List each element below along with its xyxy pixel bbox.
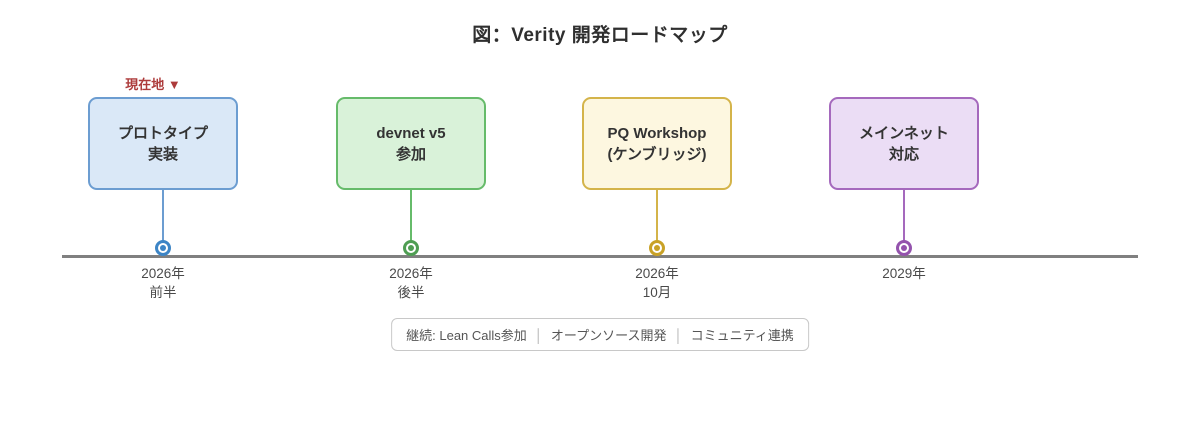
- timeline-dot: [649, 240, 665, 256]
- milestone-box: プロトタイプ 実装: [88, 97, 238, 190]
- timeline-axis: [62, 255, 1138, 258]
- milestone-title-line: PQ Workshop: [607, 124, 707, 142]
- ongoing-activities-note: 継続: Lean Calls参加 │ オープンソース開発 │ コミュニティ連携: [391, 318, 809, 351]
- timeline-dot-center: [654, 245, 660, 251]
- date-line: 2026年: [141, 266, 185, 281]
- connector-line: [410, 190, 412, 248]
- connector-line: [903, 190, 905, 248]
- timeline-dot: [155, 240, 171, 256]
- connector-line: [162, 190, 164, 248]
- milestone-title-line: devnet v5: [376, 124, 446, 142]
- milestone-box: devnet v5 参加: [336, 97, 486, 190]
- timeline-dot-center: [408, 245, 414, 251]
- date-line: 10月: [642, 285, 672, 300]
- timeline-date: 2026年 10月: [635, 264, 679, 302]
- timeline-date: 2026年 後半: [389, 264, 433, 302]
- current-location-marker: 現在地 ▼: [125, 77, 181, 92]
- timeline-dot-center: [901, 245, 907, 251]
- timeline-date: 2029年: [882, 264, 926, 283]
- milestone-mainnet: メインネット 対応 2029年: [829, 97, 979, 283]
- footer-separator: │: [674, 328, 683, 343]
- diagram-title: 図：Verity 開発ロードマップ: [472, 25, 728, 46]
- connector-line: [656, 190, 658, 248]
- milestone-title-line: 実装: [147, 145, 178, 163]
- timeline-dot: [403, 240, 419, 256]
- timeline-date: 2026年 前半: [141, 264, 185, 302]
- milestone-title-line: 対応: [888, 145, 919, 163]
- date-line: 前半: [149, 285, 177, 300]
- ongoing-item: オープンソース開発: [550, 328, 667, 343]
- timeline-dot-center: [160, 245, 166, 251]
- milestone-box: メインネット 対応: [829, 97, 979, 190]
- milestone-prototype: プロトタイプ 実装 2026年 前半: [88, 97, 238, 302]
- date-line: 2029年: [882, 266, 926, 281]
- date-line: 後半: [397, 285, 425, 300]
- timeline-dot: [896, 240, 912, 256]
- footer-separator: │: [534, 328, 543, 343]
- milestone-title-line: 参加: [395, 145, 426, 163]
- milestone-title-line: メインネット: [859, 124, 949, 142]
- milestone-pq-workshop: PQ Workshop (ケンブリッジ) 2026年 10月: [582, 97, 732, 302]
- milestone-title-line: プロトタイプ: [117, 124, 208, 142]
- milestone-devnet-v5: devnet v5 参加 2026年 後半: [336, 97, 486, 302]
- ongoing-item: コミュニティ連携: [690, 328, 794, 343]
- ongoing-item: 継続: Lean Calls参加: [406, 328, 527, 343]
- milestone-title-line: (ケンブリッジ): [607, 145, 707, 163]
- date-line: 2026年: [635, 266, 679, 281]
- milestone-box: PQ Workshop (ケンブリッジ): [582, 97, 732, 190]
- date-line: 2026年: [389, 266, 433, 281]
